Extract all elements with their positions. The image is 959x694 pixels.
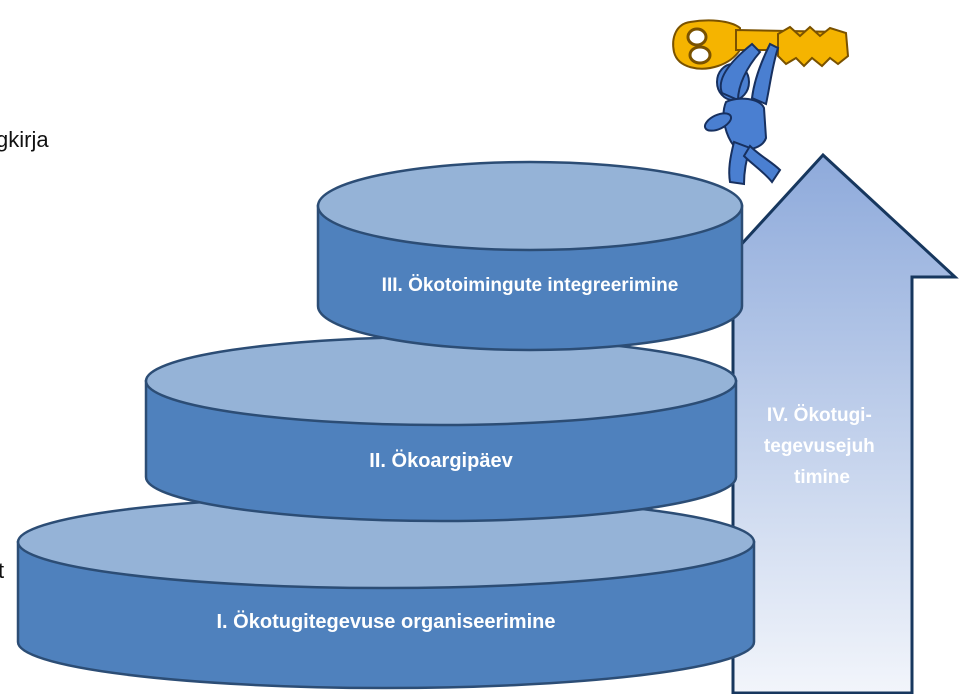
- stage-disc-3-top: [316, 160, 744, 252]
- arrow-label-line-2: tegevusejuh: [764, 436, 875, 457]
- figure-torso: [722, 97, 768, 151]
- stage-disc-2-top: [144, 335, 738, 427]
- arrow-label-line-1: IV. Ökotugi-: [767, 405, 872, 426]
- figure-leg-left: [728, 140, 752, 186]
- person-holding-key-icon: [672, 19, 850, 186]
- figure-arm-left: [719, 42, 762, 102]
- stage-disc-3: III. Ökotoimingute integreerimine: [316, 160, 744, 352]
- figure-foot-left: [703, 112, 733, 132]
- arrow-label-line-3: timine: [794, 467, 850, 488]
- figure-leg-right: [742, 144, 782, 184]
- key-bow-hole-bottom: [688, 45, 712, 65]
- key-bow-hole-top: [686, 27, 708, 47]
- stage-1-label: I. Ökotugitegevuse organiseerimine: [217, 610, 556, 633]
- stage-disc-2: II. Ökoargipäev: [144, 335, 738, 523]
- figure-arm-right: [750, 42, 780, 106]
- arrow-label: IV. Ökotugi- tegevusejuh timine: [764, 405, 880, 488]
- stage-disc-1: I. Ökotugitegevuse organiseerimine: [16, 494, 756, 690]
- key-bit: [777, 25, 850, 68]
- stage-3-label: III. Ökotoimingute integreerimine: [382, 275, 679, 296]
- left-text-fragment-top: gkirja: [0, 127, 49, 152]
- stage-2-label: II. Ökoargipäev: [369, 449, 513, 472]
- left-text-fragment-bottom: t: [0, 558, 4, 583]
